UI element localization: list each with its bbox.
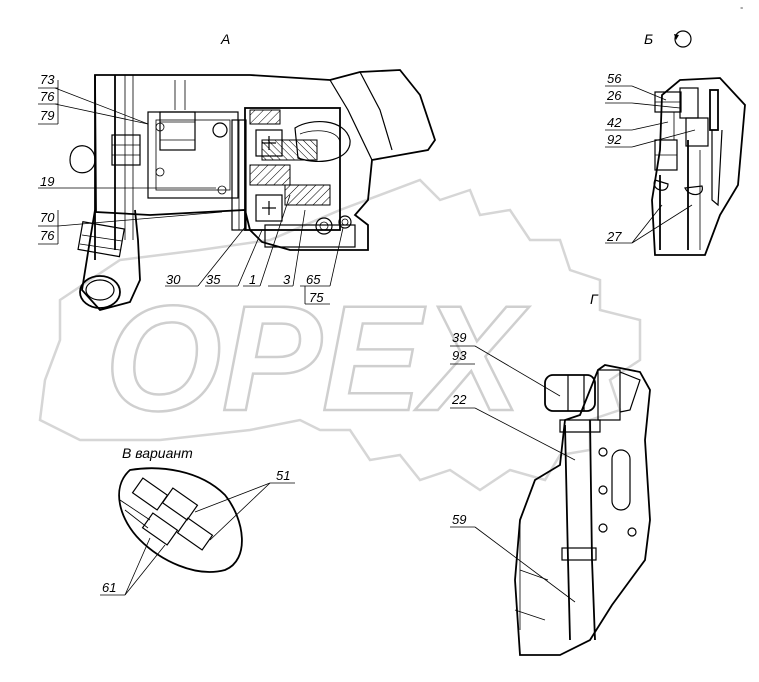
callout-75: 75 (309, 290, 324, 305)
view-a-title: А (220, 31, 230, 47)
callout-65: 65 (306, 272, 321, 287)
view-b-leaders (605, 85, 696, 244)
callout-19: 19 (40, 174, 54, 189)
watermark-text: OPEX (105, 274, 530, 442)
callout-39: 39 (452, 330, 466, 345)
callout-3: 3 (283, 272, 291, 287)
view-a-drawing (69, 69, 436, 312)
view-g-title: Г (590, 291, 599, 307)
callout-27: 27 (606, 229, 622, 244)
callout-59: 59 (452, 512, 466, 527)
callout-73: 73 (40, 72, 55, 87)
callout-70: 70 (40, 210, 55, 225)
callout-92: 92 (607, 132, 622, 147)
view-v-title: В вариант (122, 445, 193, 461)
view-b-title: Б (644, 31, 653, 47)
corner-mark: ᐣ (740, 5, 743, 14)
view-v-drawing (118, 467, 243, 573)
view-a-leaders (38, 80, 344, 305)
callout-42: 42 (607, 115, 622, 130)
callout-76-top: 76 (40, 89, 55, 104)
callout-26: 26 (606, 88, 622, 103)
callout-79: 79 (40, 108, 54, 123)
view-g-leaders (450, 345, 576, 603)
rotate-icon (674, 30, 692, 48)
view-g-drawing (514, 364, 651, 656)
callout-61: 61 (102, 580, 116, 595)
callout-93: 93 (452, 348, 467, 363)
callout-22: 22 (451, 392, 467, 407)
callout-56: 56 (607, 71, 622, 86)
view-v-leaders (100, 482, 295, 596)
callout-35: 35 (206, 272, 221, 287)
callout-1: 1 (249, 272, 256, 287)
callout-76-bottom: 76 (40, 228, 55, 243)
view-b-drawing (651, 77, 746, 256)
callout-30: 30 (166, 272, 181, 287)
callout-51: 51 (276, 468, 290, 483)
